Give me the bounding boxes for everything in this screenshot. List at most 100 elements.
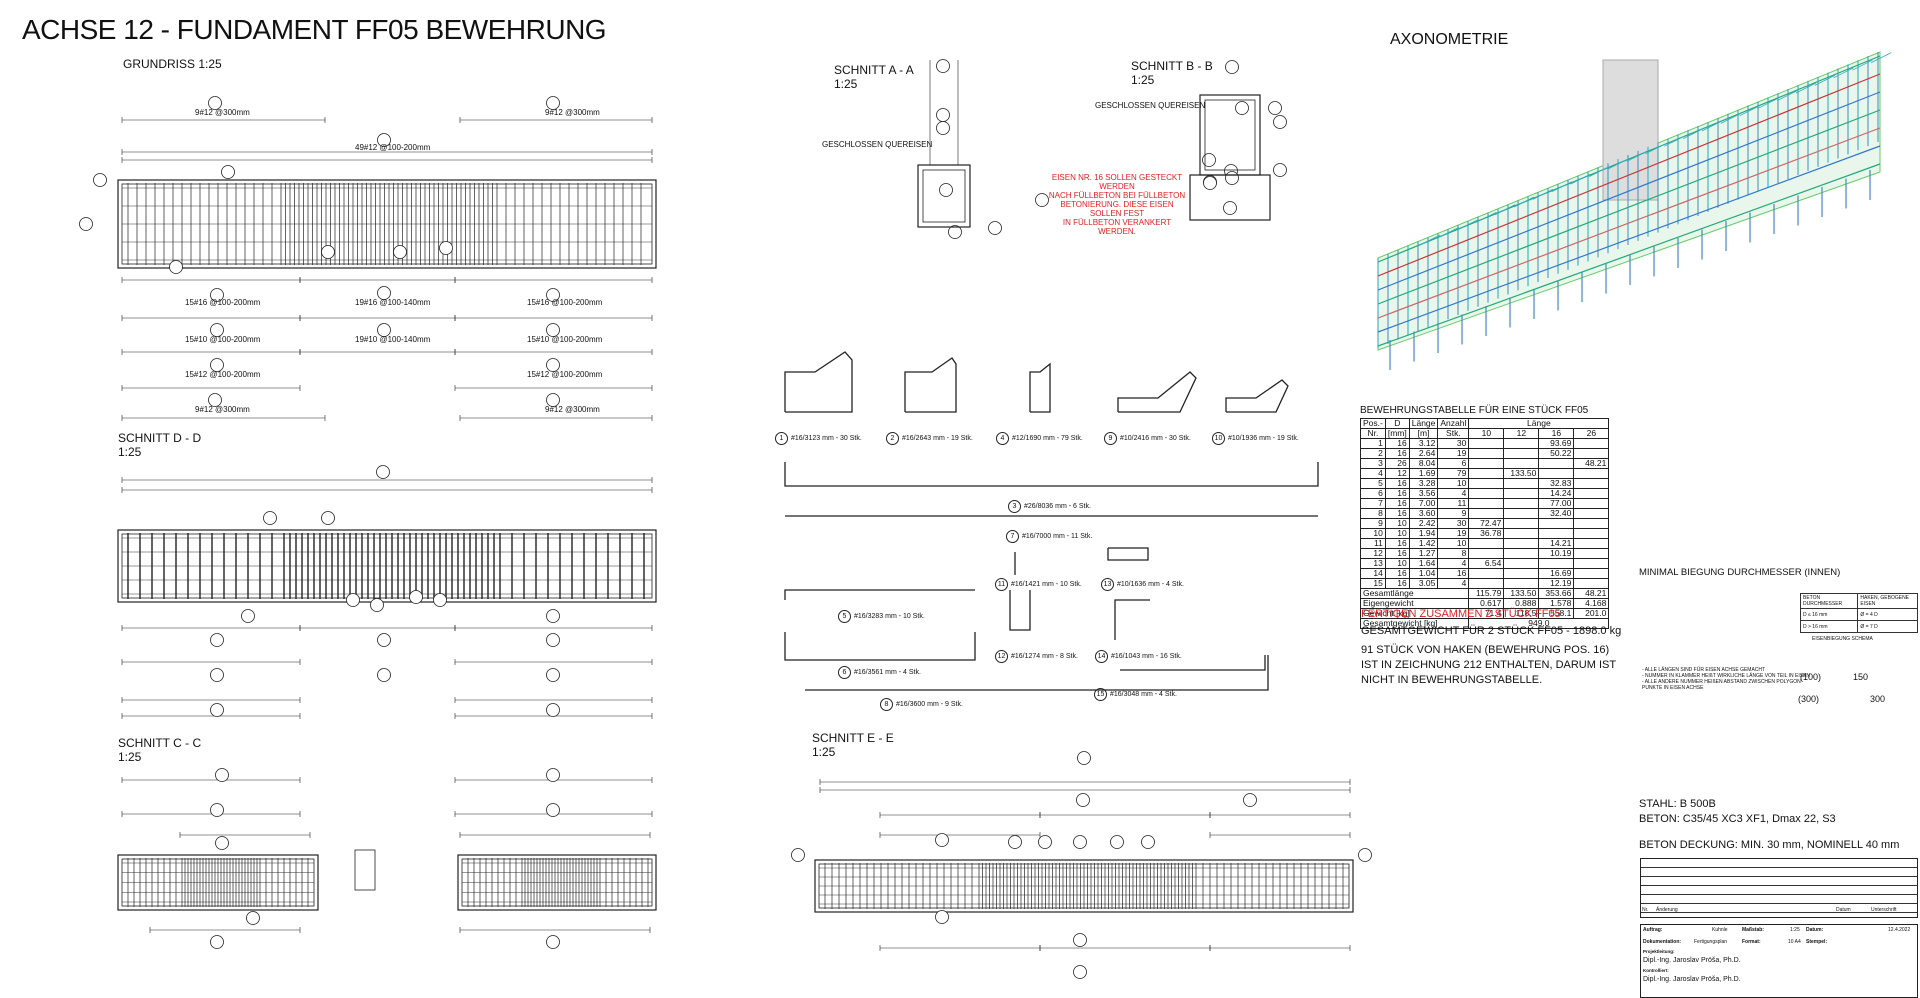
table-cell — [1573, 438, 1610, 449]
cage-bar — [1852, 59, 1873, 71]
position-marker: 9 — [1104, 432, 1117, 445]
table-cell: 13 — [1360, 558, 1386, 569]
position-circle — [208, 96, 222, 110]
table-cell — [1503, 548, 1540, 559]
table-cell — [1503, 458, 1540, 469]
table-cell — [1573, 548, 1610, 559]
table-cell: 7.00 — [1408, 498, 1439, 509]
table-cell: 16 — [1384, 438, 1410, 449]
bending-text: #10/2416 mm - 30 Stk. — [1120, 435, 1191, 442]
cage-bar — [1683, 128, 1704, 139]
table-cell — [1573, 498, 1610, 509]
position-circle — [439, 241, 453, 255]
cage-bar — [1664, 135, 1685, 147]
table-cell: 16 — [1384, 548, 1410, 559]
td: 1.578 — [1538, 598, 1575, 609]
view-scale-schnitt-ee: 1:25 — [812, 745, 836, 759]
rebar-note: 15#12 @100-200mm — [527, 370, 603, 379]
td: 4.168 — [1573, 598, 1610, 609]
note-line: - ALLE ANDERE NUMMER HEIßEN ABSTAND ZWIS… — [1642, 679, 1801, 691]
position-circle — [546, 633, 560, 647]
cage-bar — [1720, 113, 1741, 124]
table-cell — [1468, 578, 1505, 589]
table-cell: 10 — [1360, 528, 1386, 539]
bending-text: #16/1043 mm - 16 Stk. — [1111, 653, 1182, 660]
cage-bar — [1607, 158, 1629, 170]
tb-nr: Nr. — [1642, 907, 1649, 913]
bending-text: #16/3283 mm - 10 Stk. — [854, 613, 925, 620]
table-cell — [1573, 478, 1610, 489]
rebar-note: 15#16 @100-200mm — [185, 298, 261, 307]
table-cell: 10 — [1437, 478, 1470, 489]
table-cell: 12 — [1384, 468, 1410, 479]
table-cell: 16 — [1384, 448, 1410, 459]
td: Ø = 7 D — [1857, 620, 1918, 633]
position-circle — [936, 59, 950, 73]
position-circle — [409, 590, 423, 604]
table-cell — [1503, 538, 1540, 549]
td: 0.617 — [1468, 598, 1505, 609]
position-marker: 14 — [1095, 650, 1108, 663]
position-circle — [1073, 835, 1087, 849]
tb-massstab: Maßstab: — [1742, 927, 1764, 933]
table-cell — [1468, 498, 1505, 509]
bending-text: #16/1274 mm - 8 Stk. — [1011, 653, 1078, 660]
table-cell: 8 — [1360, 508, 1386, 519]
position-circle — [377, 633, 391, 647]
table-cell: 72.47 — [1468, 518, 1505, 529]
table-cell — [1503, 528, 1540, 539]
tb-format: Format: — [1742, 939, 1761, 945]
table-cell — [1573, 528, 1610, 539]
fertigung-line: NICHT IN BEWEHRUNGSTABELLE. — [1361, 674, 1543, 686]
fertigung-red: FERTIGEN ZUSAMMEN 2 STÜCK FF05 — [1361, 608, 1561, 620]
table-cell: 10 — [1384, 558, 1410, 569]
rebar-pos-8 — [805, 655, 1269, 691]
td: D > 16 mm — [1799, 620, 1859, 633]
biegung-dim: (100) — [1800, 672, 1822, 682]
position-circle — [376, 465, 390, 479]
table-cell: 77.00 — [1538, 498, 1575, 509]
position-circle — [210, 803, 224, 817]
table-cell: 19 — [1437, 448, 1470, 459]
position-circle — [210, 323, 224, 337]
rebar-pos-5 — [784, 589, 975, 600]
table-cell: 48.21 — [1573, 458, 1610, 469]
th: [m] — [1408, 428, 1439, 439]
table-cell: 8 — [1437, 548, 1470, 559]
view-scale-schnitt-cc: 1:25 — [118, 750, 142, 764]
beton-label: BETON: C35/45 XC3 XF1, Dmax 22, S3 — [1639, 813, 1836, 825]
position-marker: 13 — [1101, 578, 1114, 591]
table-cell — [1503, 558, 1540, 569]
position-circle — [210, 935, 224, 949]
table-cell: 3.60 — [1408, 508, 1439, 519]
cage-bar — [1476, 211, 1497, 223]
position-circle — [377, 323, 391, 337]
cage-bar — [1833, 67, 1854, 79]
table-cell: 6.54 — [1468, 558, 1505, 569]
table-cell — [1538, 528, 1575, 539]
position-circle — [210, 703, 224, 717]
position-marker: 1 — [775, 432, 788, 445]
table-cell: 79 — [1437, 468, 1470, 479]
th: 16 — [1538, 428, 1575, 439]
position-circle — [1202, 153, 1216, 167]
position-circle — [433, 593, 447, 607]
tb-aenderung: Änderung — [1656, 907, 1678, 913]
position-circle — [93, 173, 107, 187]
position-circle — [210, 288, 224, 302]
bending-label: 14#16/1043 mm - 16 Stk. — [1095, 650, 1182, 663]
table-cell — [1573, 468, 1610, 479]
position-circle — [1077, 751, 1091, 765]
bending-text: #16/3048 mm - 4 Stk. — [1110, 691, 1177, 698]
table-cell: 1.04 — [1408, 568, 1439, 579]
position-marker: 15 — [1094, 688, 1107, 701]
cage-bar — [1377, 145, 1881, 333]
position-circle — [791, 848, 805, 862]
bent-bar-shape — [1029, 362, 1051, 413]
bending-text: #10/1636 mm - 4 Stk. — [1117, 581, 1184, 588]
rebar-note: 15#16 @100-200mm — [527, 298, 603, 307]
